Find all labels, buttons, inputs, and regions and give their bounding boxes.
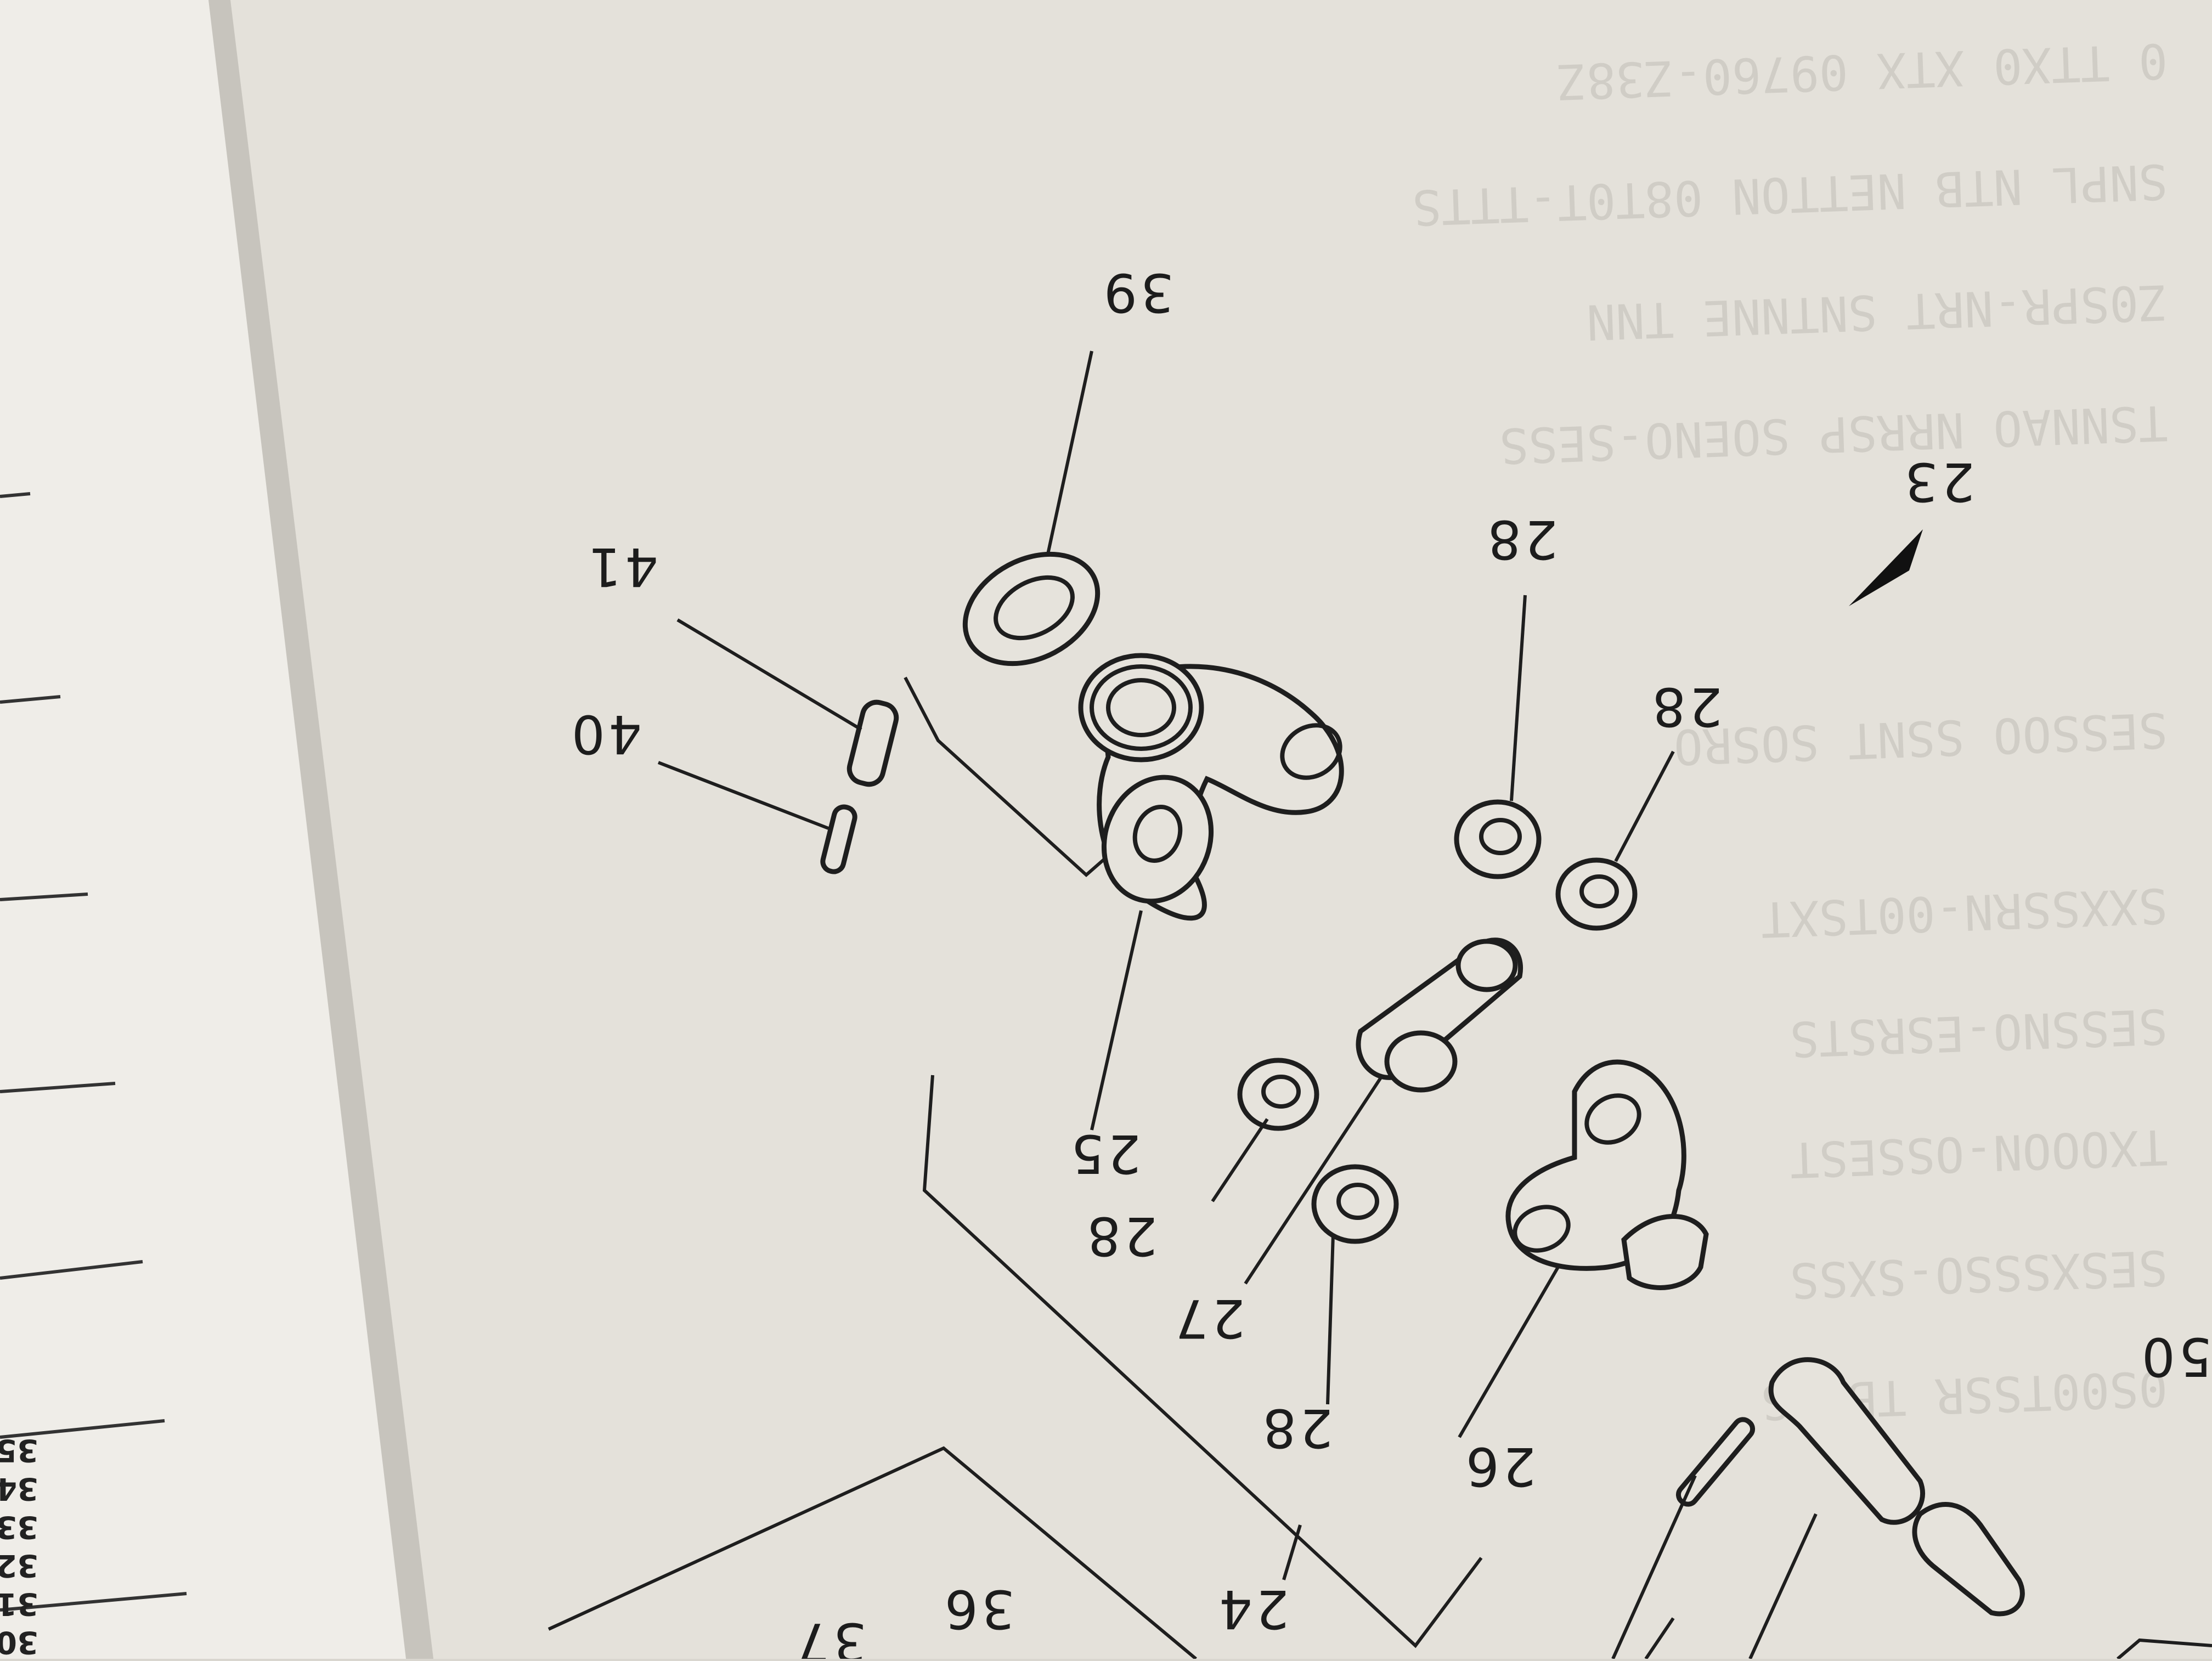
ring-inner <box>1579 874 1619 908</box>
ring-outer <box>1311 1164 1399 1244</box>
callout-23: 23 <box>1901 451 1975 512</box>
callout-26: 26 <box>1463 1436 1536 1497</box>
ring-inner <box>1261 1075 1301 1109</box>
callout-24: 24 <box>1216 1578 1289 1640</box>
leader-28-lower <box>1326 1234 1335 1405</box>
part-39-snap-ring <box>962 551 1101 666</box>
margin-tick <box>0 1260 143 1280</box>
callout-28-mid: 28 <box>1084 1205 1158 1267</box>
shaft-tip <box>1455 939 1518 992</box>
pin-40-body <box>820 804 857 874</box>
part-shaft-lower <box>1675 1357 2025 1617</box>
leader-28-mid <box>1211 1118 1269 1202</box>
ring-inner <box>994 575 1075 641</box>
leader-lines <box>657 351 1818 1660</box>
ring-inner <box>1336 1183 1379 1220</box>
part-27-shaft <box>1356 937 1523 1093</box>
callout-25: 25 <box>1068 1123 1141 1184</box>
left-page-strip: 30 31 32 33 34 35 <box>0 0 439 1660</box>
left-page-number: 34 <box>0 1471 38 1506</box>
callout-39: 39 <box>1101 262 1174 323</box>
bracket-36-37 <box>548 1446 1197 1660</box>
leader-27 <box>1244 1074 1384 1285</box>
crank-hub-ring <box>1090 664 1193 751</box>
left-page <box>0 0 417 1659</box>
ring-inner <box>1479 818 1522 855</box>
part-26-bell-crank <box>1505 1059 1709 1290</box>
margin-tick <box>0 1419 165 1439</box>
assembly-brackets <box>548 676 2212 1660</box>
leader-26 <box>1458 1266 1560 1438</box>
callout-41: 41 <box>585 536 658 597</box>
shaft-spline <box>1768 1357 1926 1525</box>
margin-tick <box>0 1592 187 1612</box>
leader-24 <box>1282 1524 1302 1580</box>
callout-50: 50 <box>2138 1326 2212 1387</box>
bracket-frag <box>1644 1617 1675 1660</box>
margin-tick <box>0 492 31 498</box>
left-page-number: 31 <box>0 1586 38 1622</box>
left-page-number: 32 <box>0 1547 38 1583</box>
crank-lower-lug <box>1101 775 1214 904</box>
crank-boss <box>1621 1214 1709 1290</box>
leader-lower-1 <box>1748 1513 1818 1660</box>
crank-upper-hole <box>1584 1093 1641 1145</box>
leader-28-upper <box>1510 595 1527 801</box>
direction-arrow <box>1849 529 1923 606</box>
crank-lower-hole <box>1513 1205 1571 1253</box>
part-28-ring-mid <box>1237 1058 1319 1131</box>
crank-lug-hole <box>1132 805 1183 863</box>
left-page-number: 35 <box>0 1432 38 1468</box>
bracket-frag-right <box>2117 1638 2212 1660</box>
part-28-ring-right <box>1555 857 1638 931</box>
shaft-end <box>1384 1030 1458 1093</box>
page-gutter <box>208 0 439 1659</box>
part-28-ring-upper <box>1454 799 1542 879</box>
ring-outer <box>1555 857 1638 931</box>
margin-tick <box>0 1082 116 1093</box>
callout-37: 37 <box>793 1611 867 1659</box>
ghost-row: SESXSSSO-SXSS <box>1789 1239 2169 1309</box>
callout-28-upper: 28 <box>1485 509 1558 570</box>
leader-28-right <box>1614 750 1675 862</box>
main-page <box>230 0 2212 1659</box>
crank-hub <box>1078 653 1204 762</box>
part-40-pin <box>820 804 857 874</box>
ghost-row: TXOOON-OSSEST <box>1789 1118 2169 1188</box>
leader-25 <box>1090 910 1143 1131</box>
leader-39 <box>1046 351 1093 555</box>
leader-41 <box>676 618 862 731</box>
callout-labels: 39 41 40 28 23 28 25 28 27 28 26 24 36 3… <box>568 262 2212 1661</box>
part-25-bell-crank <box>1078 653 1344 921</box>
callout-28-lower: 28 <box>1260 1397 1333 1459</box>
bracket-25-inner <box>904 676 1109 878</box>
bracket-24 <box>922 1075 1483 1648</box>
part-28-ring-lower <box>1311 1164 1399 1244</box>
pin-41-body <box>847 699 899 787</box>
callout-40: 40 <box>568 703 642 765</box>
callout-36: 36 <box>941 1578 1015 1640</box>
margin-tick <box>0 695 61 704</box>
left-page-number: 30 <box>0 1624 38 1659</box>
crank-arm-hole <box>1280 723 1342 780</box>
ring-outer <box>1237 1058 1319 1131</box>
crank-hub-bore <box>1106 678 1176 737</box>
callout-28-right: 28 <box>1649 676 1723 737</box>
leader-lower-2 <box>1611 1474 1697 1660</box>
ring-outer <box>1454 799 1542 879</box>
callout-27: 27 <box>1172 1287 1245 1349</box>
margin-tick <box>0 892 88 901</box>
left-page-number: 33 <box>0 1509 38 1545</box>
part-41-pin <box>847 699 899 787</box>
shaft-sleeve <box>1912 1502 2025 1617</box>
ghost-row: SESSNO-ESRSTS <box>1789 998 2169 1067</box>
leader-40 <box>657 761 830 830</box>
